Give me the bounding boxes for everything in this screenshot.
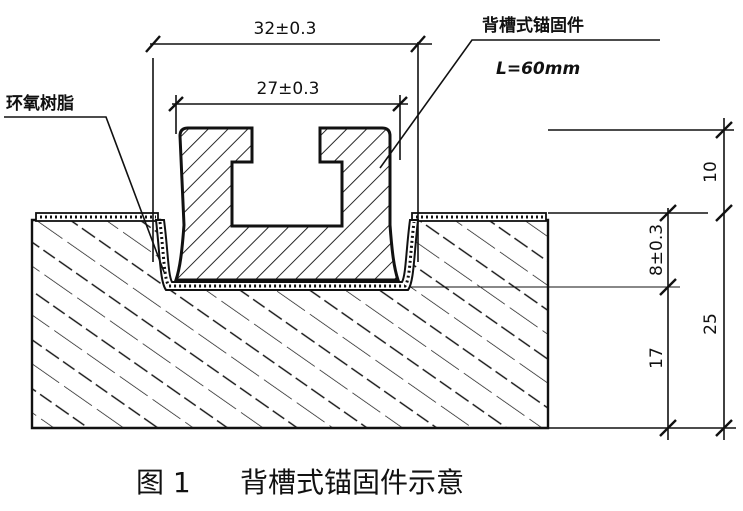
dim-total-label: 25 [701, 313, 721, 335]
caption-number: 图 1 [136, 466, 191, 499]
dim-depth-label: 8±0.3 [647, 224, 667, 276]
caption-text: 背槽式锚固件示意 [240, 466, 464, 499]
anchor-body [173, 126, 401, 282]
dim-inner-width [168, 95, 408, 160]
anchor-name-label: 背槽式锚固件 [482, 15, 584, 36]
dim-outer-width-label: 32±0.3 [254, 19, 317, 39]
dim-outer-width [145, 35, 432, 262]
anchor-leader [379, 39, 660, 169]
epoxy-leader [4, 116, 165, 273]
anchor-length-label: L=60mm [496, 59, 580, 79]
dim-inner-width-label: 27±0.3 [257, 79, 320, 99]
dim-top-label: 10 [701, 161, 721, 183]
dim-bottom-label: 17 [647, 347, 667, 369]
surface-coating [35, 212, 708, 222]
dim-right [410, 118, 736, 440]
epoxy-label: 环氧树脂 [6, 93, 74, 114]
